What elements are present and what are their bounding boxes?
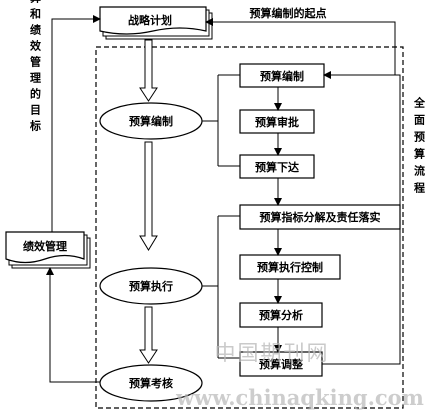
svg-text:预算调整: 预算调整	[259, 357, 303, 371]
strategy-plan-label: 战略计划	[128, 13, 172, 27]
step-budget-review: 预算审批	[239, 109, 315, 134]
ellipse-budget-compile: 预算编制	[99, 102, 203, 140]
step-indicator-decompose: 预算指标分解及责任落实	[239, 204, 401, 230]
ellipse-budget-assess: 预算考核	[99, 364, 203, 402]
step-budget-analysis: 预算分析	[239, 302, 323, 328]
step-budget-issue: 预算下达	[239, 154, 315, 179]
svg-text:预算编制: 预算编制	[129, 114, 173, 128]
performance-management-label: 绩效管理	[23, 239, 67, 253]
assess-to-performance-arrow	[46, 267, 100, 383]
process-boundary	[95, 46, 404, 409]
svg-text:预算编制: 预算编制	[260, 69, 304, 83]
step-execution-control: 预算执行控制	[239, 254, 341, 280]
svg-text:预算执行: 预算执行	[129, 279, 173, 293]
left-note: 预算和绩效管理的目标	[29, 0, 43, 136]
step-budget-adjust: 预算调整	[239, 351, 323, 377]
ellipse-budget-execute: 预算执行	[99, 267, 203, 305]
watermark-cn: 中国期刊网	[215, 341, 330, 365]
top-note: 预算编制的起点	[250, 6, 327, 20]
svg-text:全面预算流程: 全面预算流程	[413, 96, 427, 199]
right-note: 全面预算流程	[413, 96, 427, 199]
svg-text:预算分析: 预算分析	[259, 308, 303, 322]
svg-text:预算审批: 预算审批	[255, 115, 299, 129]
svg-text:预算执行控制: 预算执行控制	[257, 260, 323, 274]
step-budget-compile: 预算编制	[239, 63, 325, 88]
execute-bracket	[202, 215, 240, 359]
strategy-plan-document: 战略计划	[99, 6, 213, 40]
adjust-feedback-arrow	[322, 71, 401, 365]
compile-bracket	[202, 74, 240, 167]
watermark-url: www.chinaqking.com	[175, 385, 424, 410]
start-point-arrow	[205, 18, 396, 47]
svg-text:预算和绩效管理的目标: 预算和绩效管理的目标	[29, 0, 43, 136]
hollow-arrows	[139, 39, 158, 364]
svg-text:预算下达: 预算下达	[255, 160, 299, 174]
goal-arrow	[51, 15, 101, 232]
performance-management-document: 绩效管理	[5, 231, 91, 269]
svg-text:预算指标分解及责任落实: 预算指标分解及责任落实	[260, 210, 381, 224]
svg-text:预算考核: 预算考核	[129, 376, 173, 390]
